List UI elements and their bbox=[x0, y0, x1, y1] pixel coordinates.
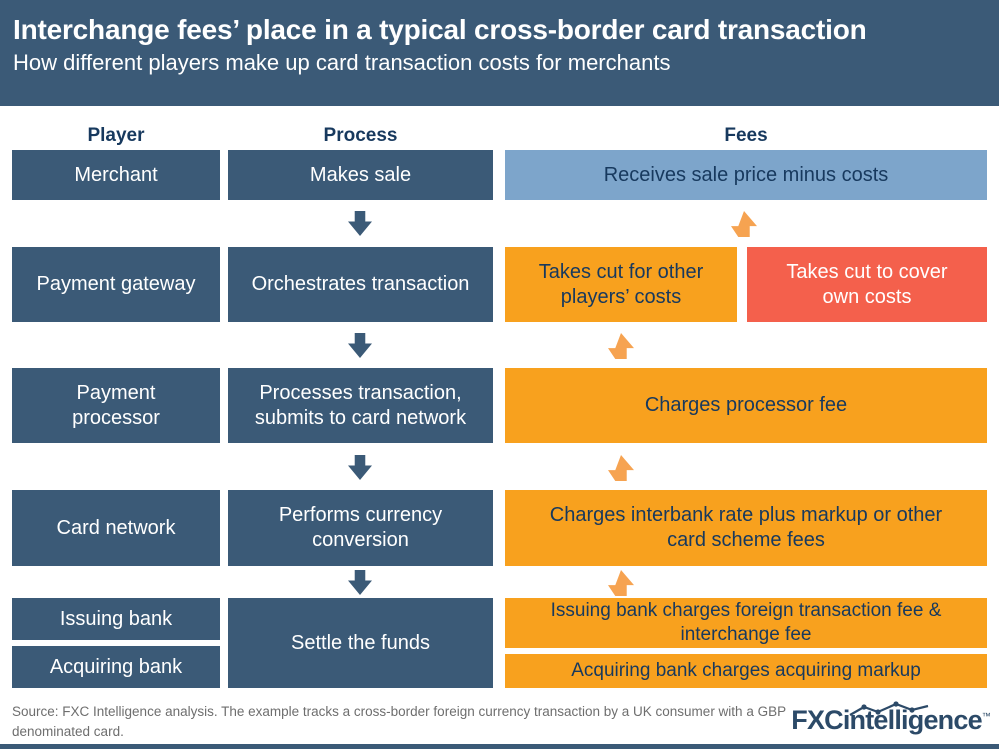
payment-gateway-label: Payment gateway bbox=[36, 273, 196, 295]
orchestrates-transaction-label: Orchestrates transaction bbox=[251, 273, 470, 295]
takes-cut-own-costs-label: Takes cut to cover own costs bbox=[786, 260, 948, 308]
makes-sale-box: Makes sale bbox=[228, 150, 493, 200]
merchant-label: Merchant bbox=[74, 163, 158, 186]
receives-sale-price-label: Receives sale price minus costs bbox=[603, 163, 889, 186]
performs-currency-conversion-label: Performs currency conversion bbox=[278, 504, 443, 551]
issuing-bank-fee-label: Issuing bank charges foreign transaction… bbox=[550, 600, 942, 645]
arrow-up-icon bbox=[608, 570, 634, 596]
arrow-down-icon bbox=[348, 455, 372, 480]
payment-processor-label: Payment processor bbox=[72, 381, 160, 429]
fxc-logo-text: FXCintelligence bbox=[791, 705, 982, 735]
page-subtitle: How different players make up card trans… bbox=[13, 50, 671, 75]
receives-sale-price-box: Receives sale price minus costs bbox=[505, 150, 987, 200]
settle-the-funds-label: Settle the funds bbox=[291, 631, 430, 654]
takes-cut-other-players-box: Takes cut for other players’ costs bbox=[505, 247, 737, 322]
processes-transaction-box: Processes transaction, submits to card n… bbox=[228, 368, 493, 443]
column-header-player: Player bbox=[87, 125, 145, 146]
orchestrates-transaction-box: Orchestrates transaction bbox=[228, 247, 493, 322]
header-banner: Interchange fees’ place in a typical cro… bbox=[0, 0, 999, 106]
arrow-up-icon bbox=[608, 333, 634, 359]
acquiring-bank-fee-label: Acquiring bank charges acquiring markup bbox=[571, 660, 921, 682]
issuing-bank-box: Issuing bank bbox=[12, 598, 220, 640]
page-title: Interchange fees’ place in a typical cro… bbox=[13, 14, 867, 45]
processes-transaction-label: Processes transaction, submits to card n… bbox=[254, 381, 467, 429]
acquiring-bank-box: Acquiring bank bbox=[12, 646, 220, 688]
arrow-down-icon bbox=[348, 211, 372, 236]
charges-interbank-rate-label: Charges interbank rate plus markup or ot… bbox=[549, 504, 943, 551]
takes-cut-own-costs-box: Takes cut to cover own costs bbox=[747, 247, 987, 322]
acquiring-bank-fee-box: Acquiring bank charges acquiring markup bbox=[505, 654, 987, 688]
logo-sparkline-icon bbox=[849, 701, 929, 716]
bottom-border-bar bbox=[0, 744, 999, 749]
card-network-box: Card network bbox=[12, 490, 220, 566]
issuing-bank-label: Issuing bank bbox=[59, 607, 173, 630]
merchant-box: Merchant bbox=[12, 150, 220, 200]
column-header-process: Process bbox=[323, 125, 398, 146]
arrow-down-icon bbox=[348, 333, 372, 358]
column-header-fees: Fees bbox=[724, 125, 768, 146]
issuing-bank-fee-box: Issuing bank charges foreign transaction… bbox=[505, 598, 987, 648]
source-note: Source: FXC Intelligence analysis. The e… bbox=[12, 704, 786, 740]
card-network-label: Card network bbox=[56, 516, 176, 539]
fxc-logo: FXCintelligence™ bbox=[791, 701, 991, 735]
charges-processor-fee-label: Charges processor fee bbox=[644, 394, 848, 416]
performs-currency-conversion-box: Performs currency conversion bbox=[228, 490, 493, 566]
makes-sale-label: Makes sale bbox=[309, 163, 412, 186]
trademark-symbol: ™ bbox=[981, 711, 991, 721]
arrow-down-icon bbox=[348, 570, 372, 595]
settle-the-funds-box: Settle the funds bbox=[228, 598, 493, 688]
payment-gateway-box: Payment gateway bbox=[12, 247, 220, 322]
takes-cut-other-players-label: Takes cut for other players’ costs bbox=[538, 260, 704, 308]
acquiring-bank-label: Acquiring bank bbox=[49, 655, 183, 678]
charges-interbank-rate-box: Charges interbank rate plus markup or ot… bbox=[505, 490, 987, 566]
payment-processor-box: Payment processor bbox=[12, 368, 220, 443]
arrow-up-icon bbox=[731, 211, 757, 237]
charges-processor-fee-box: Charges processor fee bbox=[505, 368, 987, 443]
arrow-up-icon bbox=[608, 455, 634, 481]
